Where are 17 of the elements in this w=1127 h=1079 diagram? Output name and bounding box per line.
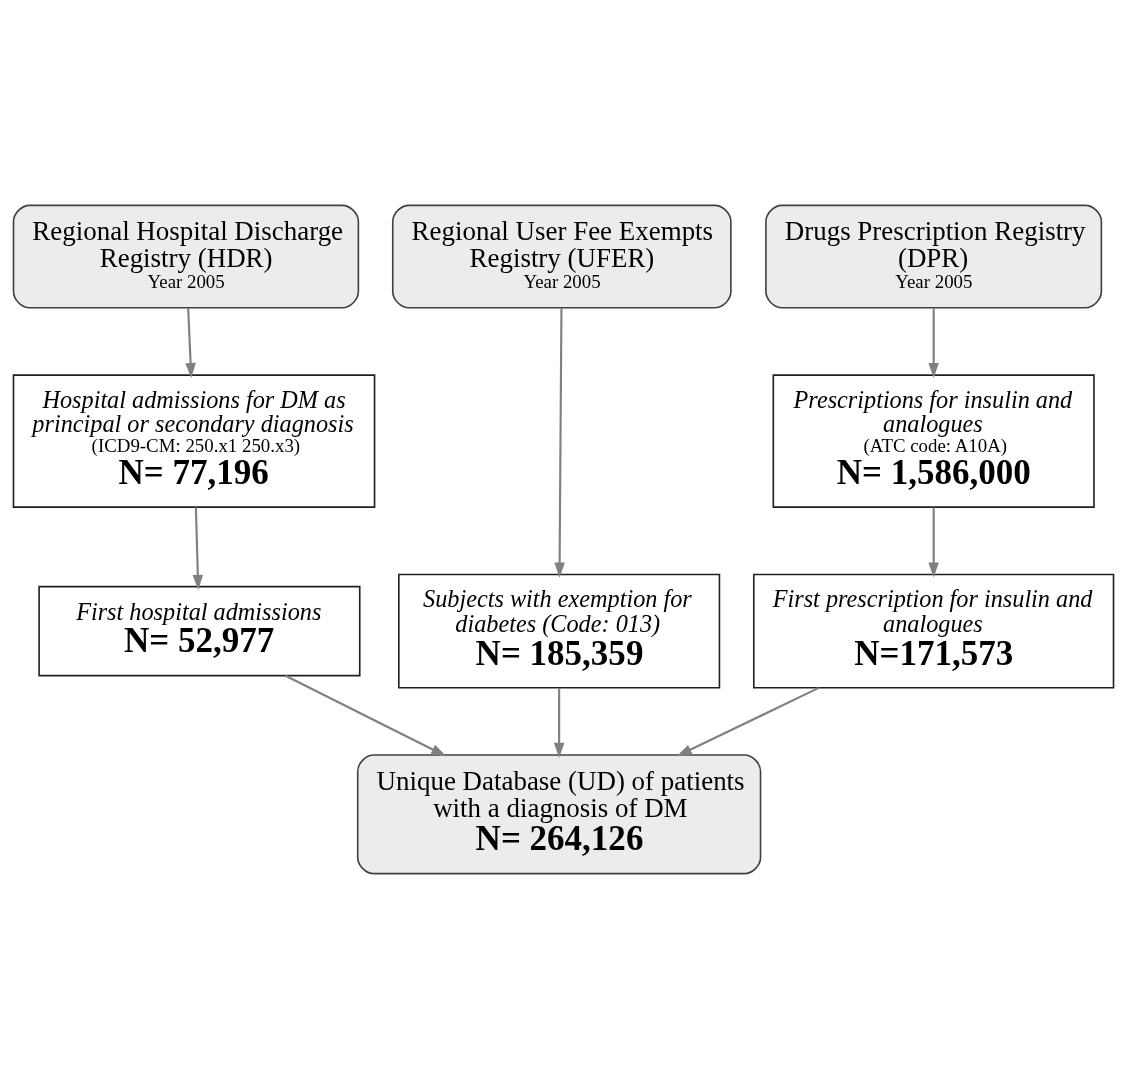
node-box: Regional Hospital Discharge Registry (HDR) Year 2005	[12, 204, 360, 309]
node-box: Unique Database (UD) of patients with a diagnosis of DM N= 264,126	[356, 754, 762, 875]
node-box: Prescriptions for insulin and analogues (ATC code: A10A) N= 1,586,000	[772, 374, 1095, 508]
arrow	[192, 507, 204, 590]
arrow	[676, 686, 820, 757]
arrow	[554, 308, 565, 578]
node-box: Subjects with exemption for diabetes (Code: 013) N= 185,359	[398, 573, 721, 689]
node-box: Regional User Fee Exempts Registry (UFER) Year 2005	[391, 204, 732, 309]
node-box: Hospital admissions for DM as principal or secondary diagnosis (ICD9-CM: 250.x1 250.x3) N= 77,196	[12, 374, 376, 508]
node-box: First hospital admissions N= 52,977	[38, 585, 361, 677]
arrow	[928, 308, 939, 379]
arrow	[185, 308, 196, 379]
node-box: First prescription for insulin and analogues N=171,573	[753, 573, 1115, 689]
arrow	[553, 688, 565, 758]
node-box: Drugs Prescription Registry (DPR) Year 2005	[765, 204, 1103, 309]
arrow	[928, 507, 939, 578]
arrow	[285, 674, 447, 757]
